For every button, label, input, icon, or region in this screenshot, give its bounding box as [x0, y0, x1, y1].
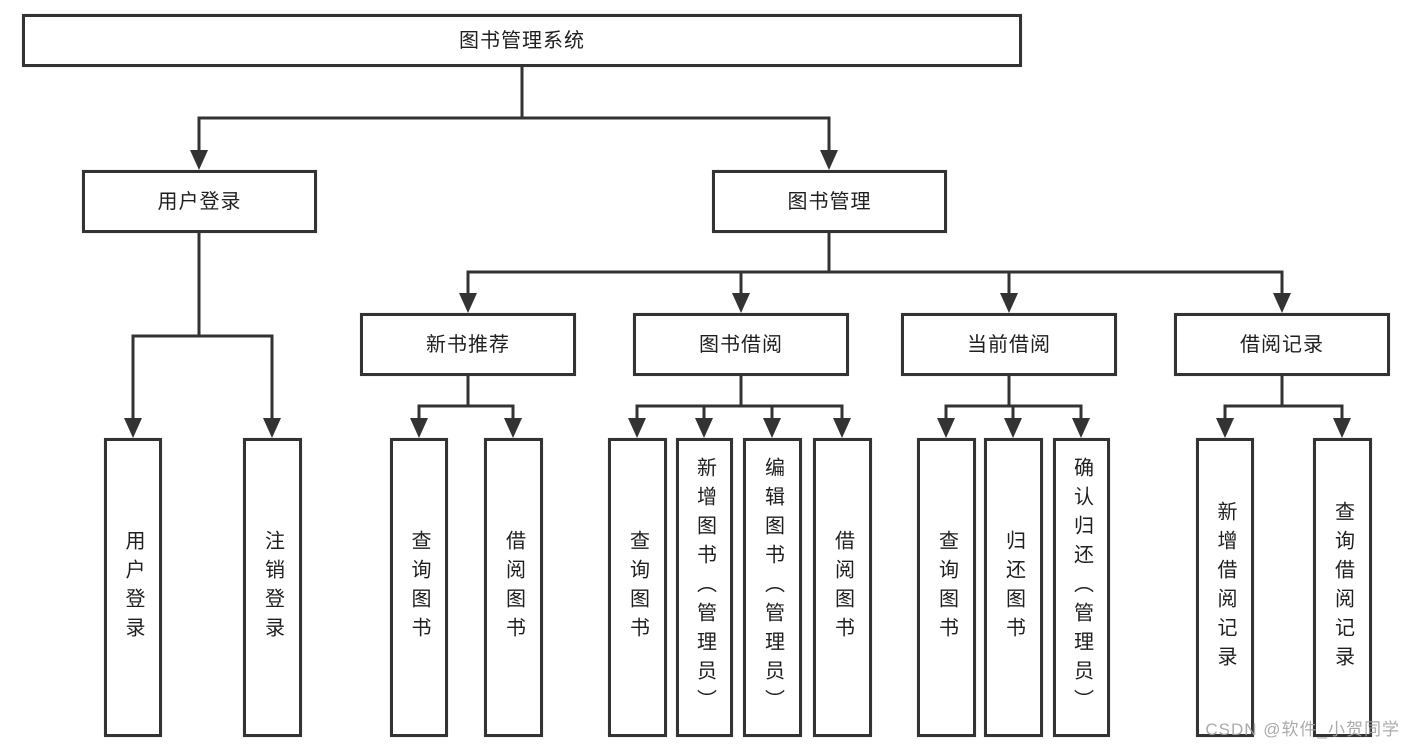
leaf-records-add-record: 新增借阅记录 [1196, 438, 1254, 737]
leaf-current-return-books: 归还图书 [984, 438, 1043, 737]
leaf-borrow-edit-books-admin: 编辑图书（管理员） [743, 438, 802, 737]
node-book-borrow: 图书借阅 [633, 313, 849, 376]
leaf-current-query-books: 查询图书 [917, 438, 976, 737]
node-book-management: 图书管理 [712, 170, 947, 233]
leaf-recommend-borrow-books: 借阅图书 [484, 438, 543, 737]
leaf-logout: 注销登录 [243, 438, 302, 737]
leaf-borrow-query-books: 查询图书 [608, 438, 667, 737]
node-borrow-records: 借阅记录 [1174, 313, 1390, 376]
leaf-user-login: 用户登录 [104, 438, 162, 737]
csdn-watermark: CSDN @软件_小贺同学 [1205, 720, 1400, 739]
node-new-book-recommend: 新书推荐 [360, 313, 576, 376]
leaf-records-query-record: 查询借阅记录 [1313, 438, 1372, 737]
leaf-current-confirm-return-admin: 确认归还（管理员） [1053, 438, 1110, 737]
node-root: 图书管理系统 [22, 14, 1022, 67]
leaf-borrow-borrow-books: 借阅图书 [813, 438, 872, 737]
leaf-borrow-add-books-admin: 新增图书（管理员） [676, 438, 733, 737]
node-current-borrow: 当前借阅 [901, 313, 1117, 376]
node-user-login: 用户登录 [82, 170, 317, 233]
leaf-recommend-query-books: 查询图书 [390, 438, 448, 737]
